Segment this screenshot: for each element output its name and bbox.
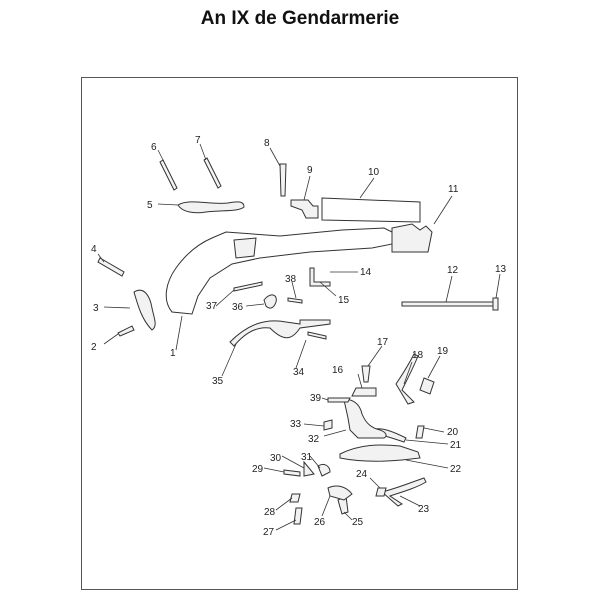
part-cock [343, 399, 387, 439]
callout-39: 39 [310, 393, 322, 404]
callout-37: 37 [206, 301, 218, 312]
callout-8: 8 [264, 138, 270, 149]
part-mainspring [395, 353, 419, 405]
part-stock [165, 227, 397, 315]
callout-26: 26 [314, 517, 326, 528]
callout-numbers: 1 2 3 4 5 6 7 8 9 10 11 12 13 14 15 16 1… [91, 135, 507, 538]
part-17 [361, 365, 371, 383]
part-tang-screw [279, 163, 287, 197]
callout-15: 15 [338, 295, 350, 306]
callout-23: 23 [418, 504, 430, 515]
callout-13: 13 [495, 264, 507, 275]
part-14 [309, 267, 331, 287]
part-34 [307, 331, 327, 340]
callout-36: 36 [232, 302, 244, 313]
part-20 [415, 425, 425, 439]
part-screw-2 [117, 325, 135, 337]
callout-30: 30 [270, 453, 282, 464]
part-side-plate [177, 201, 245, 214]
part-pin-37 [233, 281, 263, 292]
part-trigger-guard [229, 319, 331, 347]
callout-6: 6 [151, 142, 157, 153]
callout-14: 14 [360, 267, 372, 278]
part-ramrod [401, 301, 495, 307]
part-39 [327, 397, 351, 403]
diagram-frame [81, 77, 518, 590]
callout-35: 35 [212, 376, 224, 387]
part-26 [327, 485, 353, 501]
callout-25: 25 [352, 517, 364, 528]
callout-1: 1 [170, 348, 176, 359]
part-lock-plate [339, 444, 421, 462]
part-33 [323, 419, 333, 431]
part-27 [293, 507, 303, 525]
callout-21: 21 [450, 440, 462, 451]
callout-19: 19 [437, 346, 449, 357]
part-29 [283, 469, 301, 477]
part-side-nail-7 [203, 157, 222, 189]
callout-29: 29 [252, 464, 264, 475]
part-barrel-band [290, 199, 319, 219]
callout-5: 5 [147, 200, 153, 211]
callout-12: 12 [447, 265, 459, 276]
callout-2: 2 [91, 342, 97, 353]
part-barrel [321, 197, 421, 223]
callout-11: 11 [448, 184, 459, 195]
part-butt-cap [133, 289, 156, 331]
callout-20: 20 [447, 427, 459, 438]
callout-18: 18 [412, 350, 424, 361]
part-nose-cap [391, 223, 433, 253]
callout-24: 24 [356, 469, 368, 480]
callout-33: 33 [290, 419, 302, 430]
callout-32: 32 [308, 434, 320, 445]
part-pin-4 [97, 257, 125, 277]
callout-31: 31 [301, 452, 313, 463]
part-stock-inlay [233, 237, 257, 259]
callout-9: 9 [307, 165, 313, 176]
callout-22: 22 [450, 464, 462, 475]
callout-38: 38 [285, 274, 297, 285]
callout-34: 34 [293, 367, 305, 378]
part-trigger [263, 294, 277, 309]
callout-28: 28 [264, 507, 276, 518]
part-31 [317, 463, 331, 477]
part-16 [351, 387, 377, 397]
part-30 [303, 460, 315, 477]
callout-27: 27 [263, 527, 275, 538]
part-24 [375, 487, 387, 497]
callout-7: 7 [195, 135, 201, 146]
callout-10: 10 [368, 167, 380, 178]
callout-17: 17 [377, 337, 389, 348]
part-pin-38 [287, 297, 303, 304]
part-side-nail-6 [159, 159, 178, 191]
leader-lines [97, 143, 501, 531]
part-19 [419, 377, 435, 395]
callout-16: 16 [332, 365, 344, 376]
part-frizzen-spring [380, 477, 427, 507]
part-ramrod-tip [492, 297, 499, 311]
diagram-title: An IX de Gendarmerie [200, 8, 400, 29]
callout-4: 4 [91, 244, 97, 255]
callout-3: 3 [93, 303, 99, 314]
